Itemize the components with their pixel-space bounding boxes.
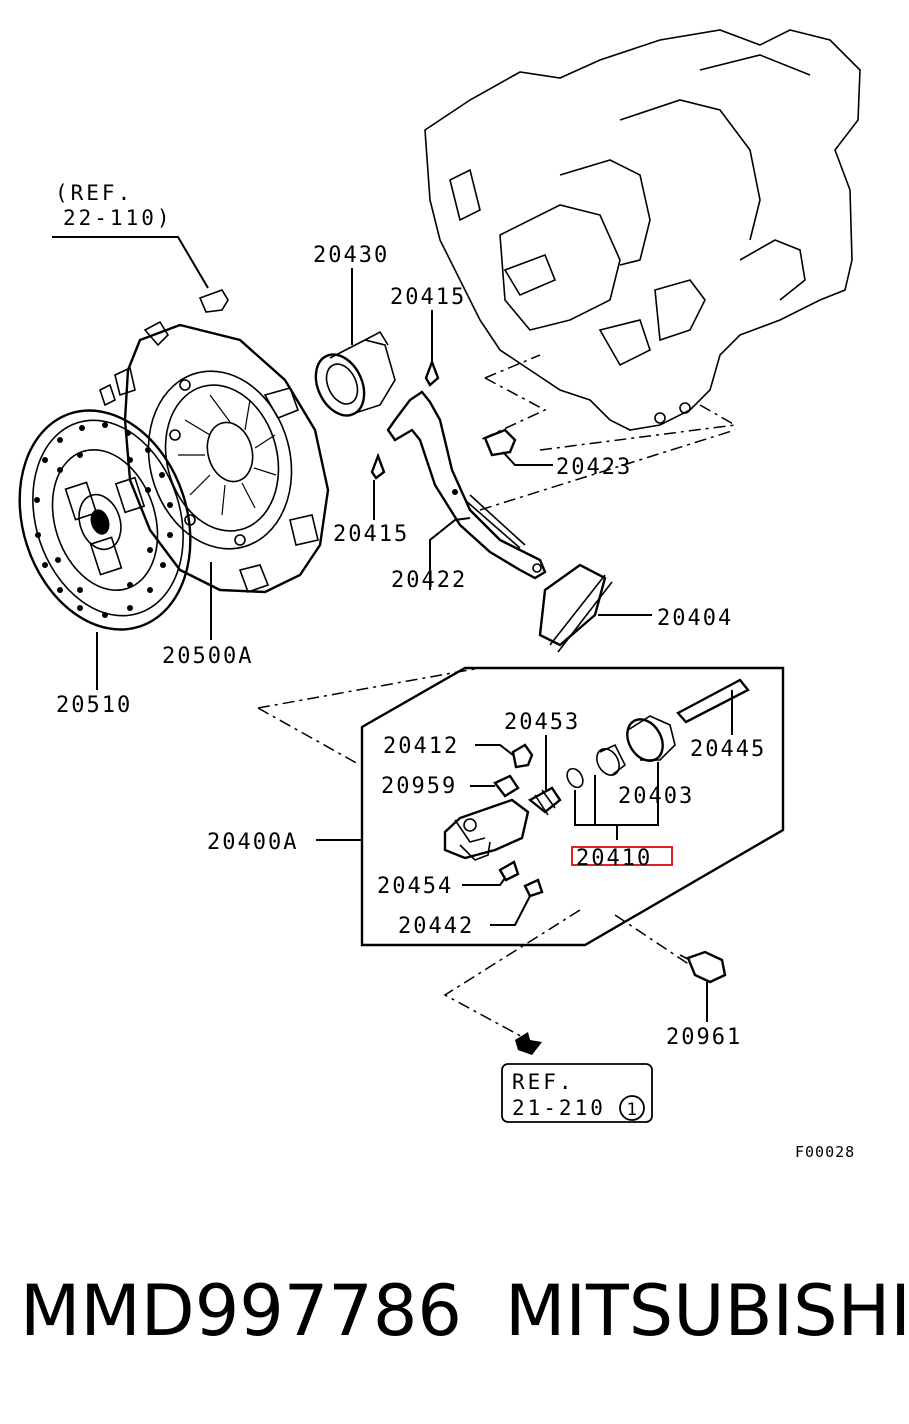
ref-22-110: (REF. 22-110) xyxy=(52,181,229,313)
release-fork xyxy=(386,390,547,590)
ref-circled-number: 1 xyxy=(627,1100,638,1120)
footer-caption: MMD997786 MITSUBISHI xyxy=(0,1270,909,1380)
highlight-box-20410 xyxy=(571,846,673,866)
label-20454: 20454 xyxy=(377,874,453,899)
dashed-guides xyxy=(257,354,738,1041)
label-20403: 20403 xyxy=(618,784,694,809)
label-20500A: 20500A xyxy=(162,644,253,669)
label-20410: 20410 xyxy=(576,846,652,871)
mounting-bolt xyxy=(679,950,727,1022)
label-20415-top: 20415 xyxy=(390,285,466,310)
transmission-housing xyxy=(424,29,861,431)
push-rod xyxy=(676,678,750,735)
figure-code: F00028 xyxy=(795,1143,855,1161)
pressure-plate xyxy=(99,320,330,640)
ref-21-210-box: REF. 21-210 1 xyxy=(501,1063,653,1123)
footer-part-number: MMD997786 xyxy=(20,1270,462,1352)
label-20510: 20510 xyxy=(56,693,132,718)
label-20423: 20423 xyxy=(556,455,632,480)
label-20453: 20453 xyxy=(504,710,580,735)
label-20442: 20442 xyxy=(398,914,474,939)
slave-cylinder-box xyxy=(316,666,785,947)
cylinder-clip xyxy=(490,878,544,926)
bleeder-cap xyxy=(475,743,534,769)
label-20415-bottom: 20415 xyxy=(333,522,409,547)
clutch-disc xyxy=(18,409,192,690)
ref-bottom-line1: REF. xyxy=(512,1070,575,1094)
footer-brand: MITSUBISHI xyxy=(505,1270,909,1352)
spring-clips xyxy=(370,310,440,520)
ref-bottom-line2: 21-210 xyxy=(512,1096,606,1120)
release-bearing xyxy=(314,268,396,417)
fork-boot xyxy=(538,563,652,653)
label-20961: 20961 xyxy=(666,1025,742,1050)
cylinder-boot xyxy=(566,715,676,840)
label-20422: 20422 xyxy=(391,568,467,593)
label-20412: 20412 xyxy=(383,734,459,759)
label-20400A: 20400A xyxy=(207,830,298,855)
ref-arrow xyxy=(515,1032,542,1055)
cylinder-pin xyxy=(462,860,520,886)
ref-top-line1: (REF. xyxy=(55,181,133,205)
label-20430: 20430 xyxy=(313,243,389,268)
pivot-bolt xyxy=(483,428,553,466)
label-20959: 20959 xyxy=(381,774,457,799)
cylinder-body xyxy=(443,798,530,861)
label-20445: 20445 xyxy=(690,737,766,762)
ref-top-line2: 22-110) xyxy=(63,206,173,230)
cylinder-spring xyxy=(527,735,562,816)
label-20404: 20404 xyxy=(657,606,733,631)
bleeder-screw xyxy=(470,774,520,798)
